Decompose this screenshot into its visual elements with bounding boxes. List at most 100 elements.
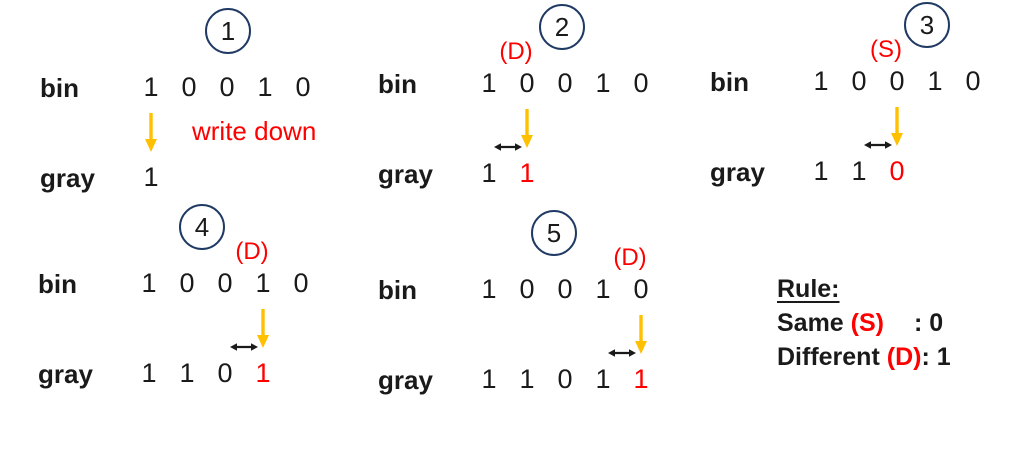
bin-bit: 1 bbox=[481, 68, 497, 98]
gray-bit: 1 bbox=[519, 158, 535, 188]
step-number-circle: 4 bbox=[179, 204, 225, 250]
gray-bit: 1 bbox=[519, 364, 535, 394]
bin-bit: 0 bbox=[965, 66, 981, 96]
step-number-circle: 3 bbox=[904, 2, 950, 48]
bin-bit: 0 bbox=[295, 72, 311, 102]
step-number: 2 bbox=[554, 11, 570, 42]
gray-label: gray bbox=[378, 159, 433, 189]
gray-bit: 0 bbox=[217, 358, 233, 388]
pair-type-label: (D) bbox=[499, 38, 533, 65]
bin-bit: 1 bbox=[595, 68, 611, 98]
bin-bit: 0 bbox=[851, 66, 867, 96]
note-text: write down bbox=[192, 116, 317, 146]
bin-bit: 0 bbox=[557, 68, 573, 98]
gray-bit: 1 bbox=[481, 158, 497, 188]
bin-bit: 1 bbox=[927, 66, 943, 96]
bin-label: bin bbox=[378, 275, 417, 305]
rule-same-tag: (S) bbox=[850, 309, 884, 337]
gray-bit: 0 bbox=[557, 364, 573, 394]
step-number: 5 bbox=[546, 217, 562, 248]
gray-bit: 1 bbox=[481, 364, 497, 394]
step-number-circle: 5 bbox=[531, 210, 577, 256]
bin-label: bin bbox=[710, 67, 749, 97]
double-arrow-icon bbox=[229, 340, 259, 354]
gray-label: gray bbox=[378, 365, 433, 395]
bin-bit: 0 bbox=[519, 68, 535, 98]
rule-line-same: Same (S) : 0 bbox=[777, 306, 951, 340]
bin-bit: 0 bbox=[557, 274, 573, 304]
step-number: 3 bbox=[919, 9, 935, 40]
bin-bit: 1 bbox=[257, 72, 273, 102]
step-number-circle: 2 bbox=[539, 4, 585, 50]
down-arrow-icon bbox=[633, 314, 649, 356]
rule-same-value: : 0 bbox=[914, 309, 944, 337]
bin-bit: 0 bbox=[217, 268, 233, 298]
rule-diff-tag: (D) bbox=[886, 343, 922, 371]
gray-label: gray bbox=[710, 157, 765, 187]
bin-bit: 1 bbox=[141, 268, 157, 298]
bin-bit: 0 bbox=[889, 66, 905, 96]
gray-label: gray bbox=[40, 163, 95, 193]
rule-diff-word: Different bbox=[777, 343, 880, 371]
bin-bit: 1 bbox=[595, 274, 611, 304]
gray-bit: 1 bbox=[813, 156, 829, 186]
double-arrow-icon bbox=[607, 346, 637, 360]
gray-bit: 0 bbox=[889, 156, 905, 186]
bin-bit: 0 bbox=[179, 268, 195, 298]
rule-diff-value: : 1 bbox=[921, 343, 951, 371]
bin-bit: 0 bbox=[633, 274, 649, 304]
down-arrow-icon bbox=[889, 106, 905, 148]
down-arrow-icon bbox=[143, 112, 159, 154]
step-number: 4 bbox=[194, 211, 210, 242]
gray-row: gray 1 bbox=[40, 162, 370, 193]
gray-bit: 1 bbox=[595, 364, 611, 394]
bin-bit: 0 bbox=[181, 72, 197, 102]
pair-type-label: (S) bbox=[870, 36, 902, 63]
bin-bit: 0 bbox=[293, 268, 309, 298]
rule-title: Rule: bbox=[777, 275, 840, 303]
bin-bit: 1 bbox=[143, 72, 159, 102]
down-arrow-icon bbox=[255, 308, 271, 350]
gray-bit: 1 bbox=[179, 358, 195, 388]
bin-label: bin bbox=[40, 73, 79, 103]
gray-bit: 1 bbox=[141, 358, 157, 388]
step-number: 1 bbox=[220, 15, 236, 46]
rule-same-word: Same bbox=[777, 309, 844, 337]
double-arrow-icon bbox=[863, 138, 893, 152]
gray-bit: 1 bbox=[851, 156, 867, 186]
bin-bit: 0 bbox=[633, 68, 649, 98]
gray-bit: 1 bbox=[255, 358, 271, 388]
double-arrow-icon bbox=[493, 140, 523, 154]
rule-box: Rule: Same (S) : 0 Different (D): 1 bbox=[777, 272, 951, 374]
gray-label: gray bbox=[38, 359, 93, 389]
bin-bit: 0 bbox=[219, 72, 235, 102]
bin-bit: 1 bbox=[255, 268, 271, 298]
step-number-circle: 1 bbox=[205, 8, 251, 54]
pair-type-label: (D) bbox=[613, 244, 647, 271]
gray-bit: 1 bbox=[143, 162, 159, 192]
rule-line-different: Different (D): 1 bbox=[777, 340, 951, 374]
bin-bit: 1 bbox=[813, 66, 829, 96]
gray-bit: 1 bbox=[633, 364, 649, 394]
